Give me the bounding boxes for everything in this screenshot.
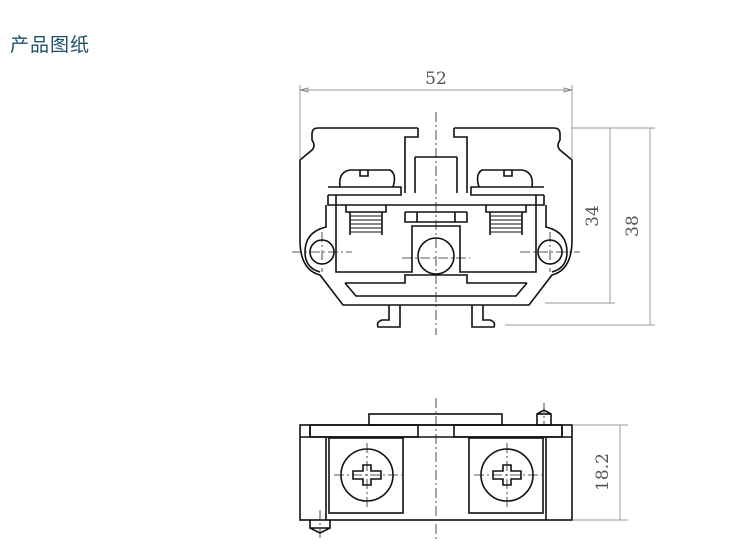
dimensions-top: 18.2 — [572, 424, 628, 521]
front-view-left-half — [299, 127, 436, 328]
page-title: 产品图纸 — [10, 34, 91, 56]
dim-width: 52 — [425, 69, 447, 89]
dimensions-front: 52 34 38 — [299, 69, 655, 326]
top-view — [299, 398, 573, 540]
dim-height-38: 38 — [623, 215, 643, 237]
dim-depth: 18.2 — [593, 453, 613, 491]
front-view — [292, 112, 580, 335]
dim-height-34: 34 — [583, 205, 603, 227]
